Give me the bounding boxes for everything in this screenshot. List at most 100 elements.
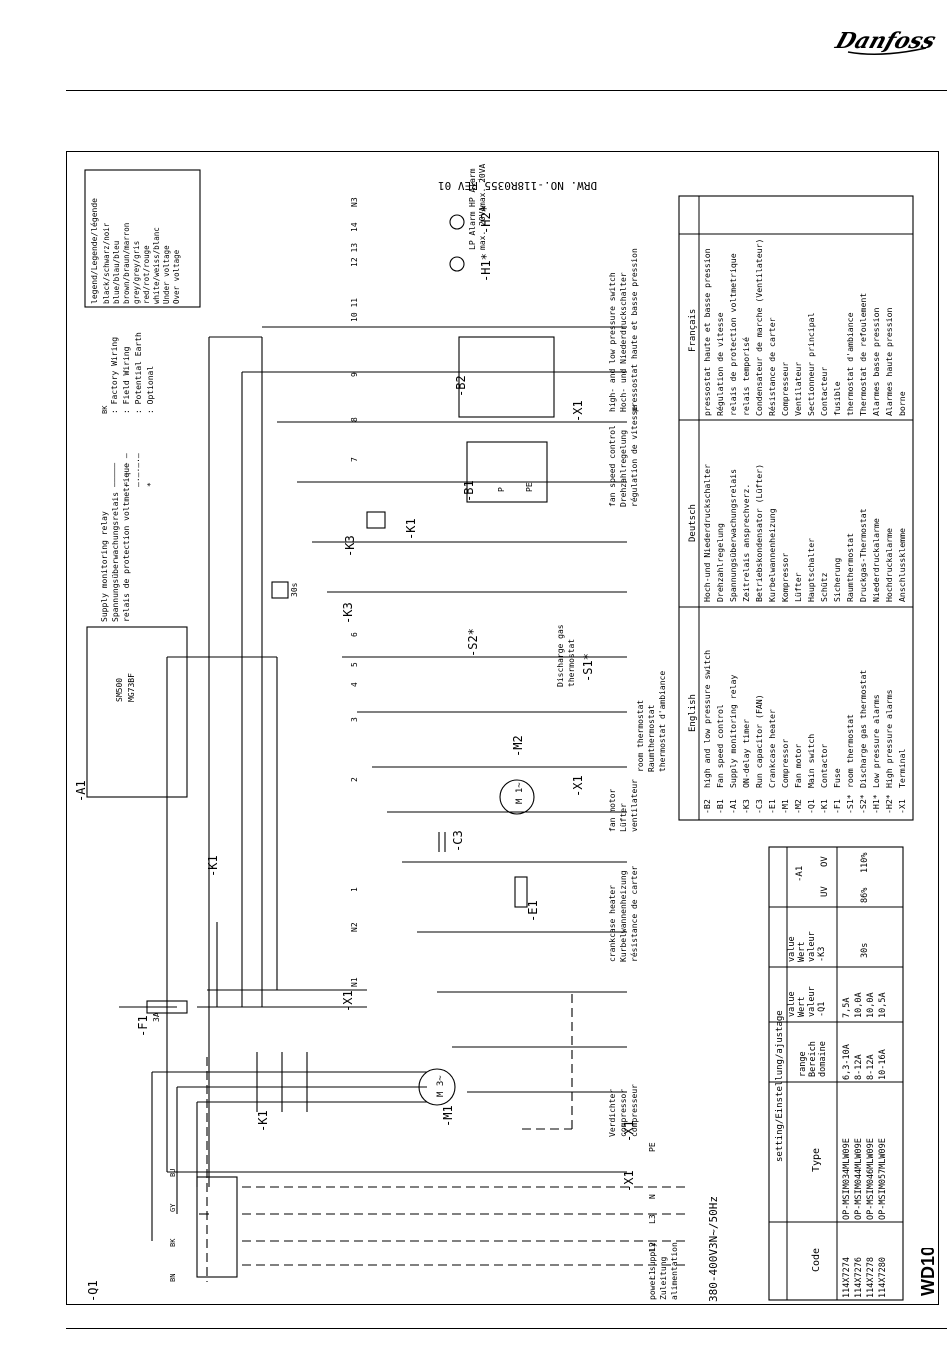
label-k3-coil: -K3: [341, 602, 355, 624]
legend-wiring-factory: : Factory Wiring: [110, 337, 119, 414]
label-s1: -S1*: [581, 653, 595, 682]
legend-color-ov: Over voltage: [172, 249, 181, 304]
ctable-r6-de: Kompressor: [780, 553, 790, 602]
settings-h-k3-3: -K3: [817, 947, 827, 962]
terminal-n1: N1: [350, 977, 359, 987]
line-n: N: [648, 1194, 657, 1199]
legend-wiring-earth: : Potential Earth: [134, 332, 143, 414]
monitor-relay-box: [86, 626, 188, 798]
ctable-r9-de: Schütz: [819, 572, 829, 602]
fuse-symbol: [146, 1000, 188, 1014]
terminal-2: 2: [350, 777, 359, 782]
label-k1-main: -K1: [256, 1110, 270, 1132]
legend-wiring-field-symbol: — — — —: [122, 453, 131, 487]
ctable-r5-en: Crankcase heater: [767, 709, 777, 788]
label-m1-sub: M 3~: [436, 1075, 446, 1097]
header-rule: [66, 90, 947, 91]
settings-r2-code: 114X7278: [866, 1257, 876, 1298]
ctable-r0-tag: -B2: [702, 799, 712, 814]
label-x1-b: -X1: [622, 1170, 636, 1192]
ctable-r10-de: Sicherung: [832, 558, 842, 602]
settings-h-a1: -A1: [795, 866, 805, 882]
compressor-label-de: compressor: [619, 1089, 628, 1137]
ctable-r12-tag: -S2*: [858, 794, 868, 814]
legend-color-bu: blue/blau/bleu: [112, 241, 121, 304]
legend: legend/Legende/légende black/schwarz/noi…: [84, 169, 201, 487]
timer-coil-symbol: [271, 581, 289, 599]
legend-color-gy: grey/grey/gris: [132, 241, 141, 304]
ctable-r13-fr: Alarmes basse pression: [871, 307, 881, 416]
ctable-r7-en: Fan motor: [793, 744, 803, 788]
ctable-r15-fr: borne: [897, 391, 907, 416]
ctable-r7-tag: -M2: [793, 799, 803, 814]
ctable-r13-en: Low pressure alarms: [871, 694, 881, 788]
ctable-r12-en: Discharge gas thermostat: [858, 670, 868, 788]
fan-speed-control-box: [466, 441, 548, 503]
ctable-r12-de: Druckgas-Thermostat: [858, 508, 868, 602]
wire-code-gy: GY: [169, 1203, 177, 1212]
component-symbols: [86, 214, 555, 1278]
ctable-r8-de: Hauptschalter: [806, 538, 816, 602]
settings-r0-type: OP-MSIM034MLW09E: [842, 1138, 852, 1220]
label-f1: -F1: [136, 1015, 150, 1037]
label-x1-d: -X1: [571, 775, 585, 797]
ctable-h-fr: Français: [688, 309, 698, 352]
ctable-r3-fr: relais temporisé: [741, 337, 751, 416]
settings-r3-code: 114X7280: [878, 1257, 888, 1298]
room-label-fr: thermostat d'ambiance: [658, 671, 667, 772]
ctable-r5-tag: -E1: [767, 799, 777, 814]
settings-h-q1-0: value: [787, 991, 797, 1017]
model-code: WD10: [918, 1248, 938, 1296]
power-label-en: power supply: [648, 1242, 657, 1300]
settings-r1-type: OP-MSIM044MLW09E: [854, 1138, 864, 1220]
power-label-fr: alimentation: [670, 1242, 679, 1300]
label-x1-c: -X1: [622, 1120, 636, 1142]
hlp-label-de: Hoch- und Niederdruckschalter: [619, 272, 628, 412]
settings-h-k3-2: valeur: [807, 931, 817, 962]
label-k3-time: 30s: [290, 582, 299, 597]
ctable-r10-tag: -F1: [832, 799, 842, 814]
label-s2: -S2*: [466, 628, 480, 657]
legend-color-bk: black/schwarz/noir: [102, 222, 111, 304]
power-supply: power supply Zuleitung alimentation 380-…: [648, 1142, 720, 1302]
legend-wiring-field: : Field Wiring: [122, 346, 131, 414]
settings-r2-range: 8-12A: [866, 1054, 876, 1080]
supply-voltage: 380-400V3N~/50Hz: [707, 1196, 720, 1302]
terminal-9: 9: [350, 372, 359, 377]
legend-color-uv: Under voltage: [162, 245, 171, 304]
line-pe: PE: [648, 1142, 657, 1152]
h2-spec-1: HP Alarm: [468, 168, 477, 207]
fan-label-en: fan motor: [608, 788, 617, 832]
settings-h-range-2: domaine: [818, 1041, 828, 1077]
ctable-r4-de: Betriebskondensator (Lüfter): [754, 464, 764, 602]
fan-motor-symbol: [499, 779, 535, 815]
settings-h-uv: UV: [820, 886, 830, 897]
settings-h-q1-1: Wert: [797, 997, 807, 1017]
ctable-r15-tag: -X1: [897, 799, 907, 814]
settings-r3-range: 10-16A: [878, 1049, 888, 1080]
settings-h-k3-0: value: [787, 936, 797, 962]
monitor-relay-label-de: Spannungsüberwachungsrelais: [111, 492, 120, 622]
wiring-diagram: legend/Legende/légende black/schwarz/noi…: [74, 163, 914, 1302]
wire-code-bu: BU: [169, 1169, 177, 1177]
wiring-diagram-frame: legend/Legende/légende black/schwarz/noi…: [66, 151, 939, 1305]
ctable-r5-de: Kurbelwannenheizung: [767, 508, 777, 602]
legend-code-bk: BK: [101, 405, 109, 414]
ctable-r15-en: Terminal: [897, 748, 907, 788]
legend-wiring-optional-symbol: *: [146, 482, 155, 487]
component-labels: -Q1 -K1 -M1 M 3~ Verdichter compressor c…: [86, 163, 667, 1302]
ctable-r8-en: Main switch: [806, 734, 816, 788]
line-l2: L2: [648, 1242, 657, 1252]
terminal-5: 5: [350, 662, 359, 667]
ctable-r1-tag: -B1: [715, 799, 725, 814]
ctable-r1-en: Fan speed control: [715, 704, 725, 788]
ctable-r15-de: Anschlussklemme: [897, 528, 907, 602]
label-k1-coil: -K1: [404, 518, 418, 540]
legend-title: legend/Legende/légende: [89, 198, 99, 304]
terminal-numbers: N1 N2 1 2 3 4 5 6 7 8 9 10 11 12 13 14 N…: [350, 197, 359, 987]
ctable-r11-fr: thermostat d'ambiance: [845, 312, 855, 416]
settings-r0-q1: 7,5A: [842, 998, 852, 1018]
ctable-r4-en: Run capacitor (FAN): [754, 694, 764, 788]
settings-r2-q1: 10,0A: [866, 992, 876, 1018]
wires: [119, 326, 690, 1282]
